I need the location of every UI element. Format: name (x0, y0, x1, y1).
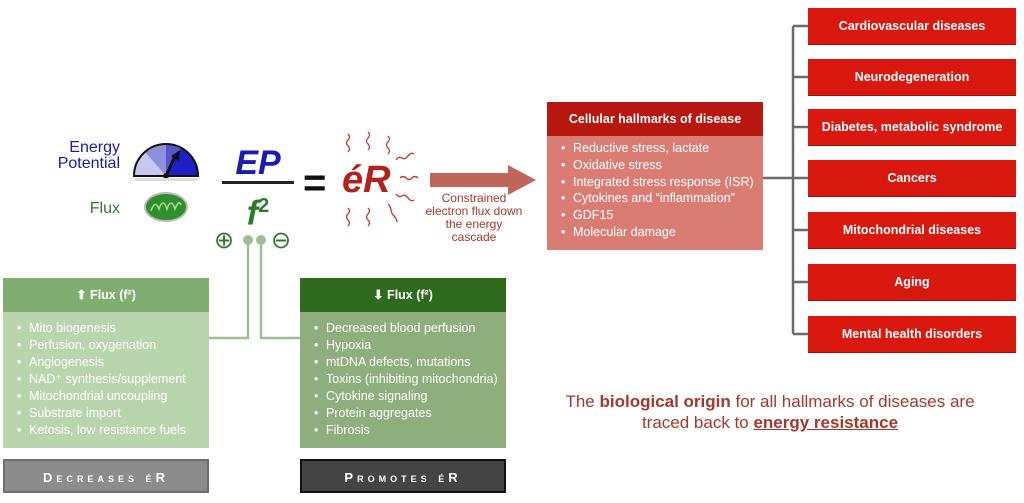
flux-increase-item: Mitochondrial uncoupling (17, 388, 209, 405)
disease-box: Aging (808, 264, 1016, 301)
flux-decrease-item: Protein aggregates (314, 405, 506, 422)
energy-potential-label: Energy Potential (57, 139, 120, 172)
flux-decrease-item: Hypoxia (314, 337, 506, 354)
minus-icon: ⊖ (271, 227, 292, 254)
arrow-caption: Constrained electron flux down the energ… (425, 191, 523, 244)
flux-increase-item: NAD⁺ synthesis/supplement (17, 371, 209, 388)
plus-icon: ⊕ (214, 227, 235, 254)
flux-decrease-item: Toxins (inhibiting mitochondria) (314, 371, 506, 388)
hallmark-item: Integrated stress response (ISR) (561, 174, 763, 191)
energy-gauge-icon (132, 143, 200, 181)
flux-increase-title: ⬆ Flux (f²) (3, 278, 209, 312)
flux-decrease-item: mtDNA defects, mutations (314, 354, 506, 371)
hallmarks-panel: Cellular hallmarks of disease Reductive … (547, 102, 763, 250)
disease-box: Diabetes, metabolic syndrome (808, 109, 1016, 146)
hallmark-item: Molecular damage (561, 224, 763, 241)
disease-box: Cancers (808, 160, 1016, 197)
conclusion-part: for all hallmarks of diseases are traced… (641, 392, 975, 432)
ep-numerator: EP (235, 144, 281, 182)
flux-increase-item: Ketosis, low resistance fuels (17, 422, 209, 439)
connector-lines (209, 235, 300, 340)
arrow-right-icon (430, 165, 536, 195)
flux-increase-item: Perfusion, oxygenation (17, 337, 209, 354)
conclusion-text: The biological origin for all hallmarks … (560, 391, 980, 433)
flux-increase-item: Mito biogenesis (17, 320, 209, 337)
mitochondrion-icon (144, 192, 188, 222)
hallmark-item: Oxidative stress (561, 157, 763, 174)
hallmark-item: Reductive stress, lactate (561, 140, 763, 157)
disease-box: Cardiovascular diseases (808, 8, 1016, 45)
disease-box: Neurodegeneration (808, 59, 1016, 96)
decreases-er-tag: Decreases éR (3, 459, 209, 493)
fraction-line (222, 181, 294, 184)
flux-exponent: 2 (258, 195, 270, 217)
flux-decrease-item: Cytokine signaling (314, 388, 506, 405)
flux-increase-panel: ⬆ Flux (f²) Mito biogenesis Perfusion, o… (3, 278, 209, 448)
flux-increase-item: Substrate import (17, 405, 209, 422)
flux-f: f (246, 194, 259, 233)
hallmark-item: Cytokines and “inflammation” (561, 190, 763, 207)
promotes-er-tag: Promotes éR (300, 459, 506, 493)
flux-increase-item: Angiogenesis (17, 354, 209, 371)
hallmarks-title: Cellular hallmarks of disease (547, 102, 763, 136)
flux-denominator: f2 (228, 186, 288, 233)
disease-box: Mental health disorders (808, 316, 1016, 353)
flux-decrease-item: Fibrosis (314, 422, 506, 439)
disease-tree-lines (763, 24, 809, 336)
conclusion-keyword: energy resistance (753, 413, 899, 432)
flux-decrease-title: ⬇ Flux (f²) (300, 278, 506, 312)
resistance-squiggles-icon (345, 131, 419, 227)
flux-decrease-panel: ⬇ Flux (f²) Decreased blood perfusion Hy… (300, 278, 506, 448)
conclusion-part: The (565, 392, 600, 411)
flux-label: Flux (89, 200, 120, 217)
equals-sign: = (303, 161, 327, 205)
energy-resistance-symbol: éR (342, 159, 391, 201)
hallmark-item: GDF15 (561, 207, 763, 224)
disease-box: Mitochondrial diseases (808, 212, 1016, 249)
conclusion-emphasis: biological origin (599, 392, 731, 411)
flux-decrease-item: Decreased blood perfusion (314, 320, 506, 337)
